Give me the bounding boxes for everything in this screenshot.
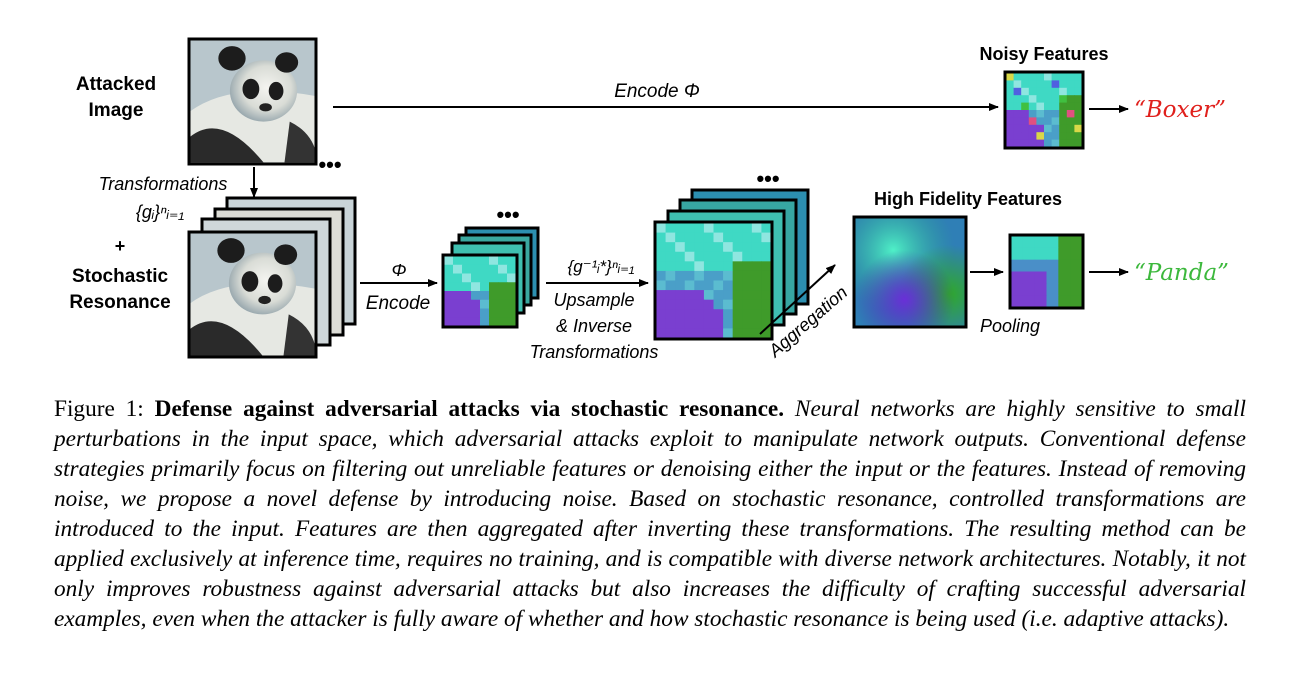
attacked-image-label-line2: Image — [89, 100, 144, 121]
caption-title: Defense against adversarial attacks via … — [154, 396, 785, 422]
transformations-label: Transformations — [99, 174, 228, 194]
figure-diagram: Attacked Image ••• Encode Φ Noisy Featur… — [69, 37, 1229, 362]
figure-caption: Figure 1: Defense against adversarial at… — [54, 394, 1246, 634]
encode-label: Encode — [366, 293, 430, 314]
plus-label: + — [115, 236, 126, 256]
caption-label: Figure 1: — [54, 396, 144, 422]
feature-stack-large — [653, 188, 810, 341]
noisy-features-label: Noisy Features — [979, 44, 1108, 64]
transformed-image-stack — [187, 196, 357, 359]
ellipsis-small: ••• — [496, 202, 519, 227]
aggregation-arrow — [759, 264, 836, 335]
high-fidelity-feature-map — [852, 215, 968, 329]
noisy-prediction: “Boxer” — [1134, 97, 1226, 123]
attacked-image-label-line1: Attacked — [76, 74, 156, 95]
ellipsis-large: ••• — [756, 166, 779, 191]
pooled-feature-map — [1011, 236, 1083, 308]
pooling-label: Pooling — [980, 316, 1040, 336]
phi-label: Φ — [391, 260, 406, 280]
upsample-label-line1: Upsample — [553, 290, 634, 310]
clean-prediction: “Panda” — [1134, 260, 1229, 286]
stochastic-label-line1: Stochastic — [72, 266, 169, 287]
attacked-panda-image — [190, 40, 316, 163]
ellipsis-attacked: ••• — [318, 152, 341, 177]
feature-stack-small — [441, 226, 540, 329]
encode-phi-label: Encode Φ — [614, 81, 700, 102]
inverse-set-label: {g⁻¹ᵢ*}ⁿᵢ₌₁ — [568, 257, 635, 276]
upsample-label-line2: & Inverse — [556, 316, 632, 336]
noisy-feature-map — [1006, 73, 1083, 148]
caption-body: Neural networks are highly sensitive to … — [54, 396, 1246, 632]
stochastic-label-line2: Resonance — [69, 292, 170, 313]
high-fidelity-label: High Fidelity Features — [874, 189, 1062, 209]
g-set-label: {gᵢ}ⁿᵢ₌₁ — [136, 202, 185, 222]
upsample-label-line3: Transformations — [530, 342, 659, 362]
